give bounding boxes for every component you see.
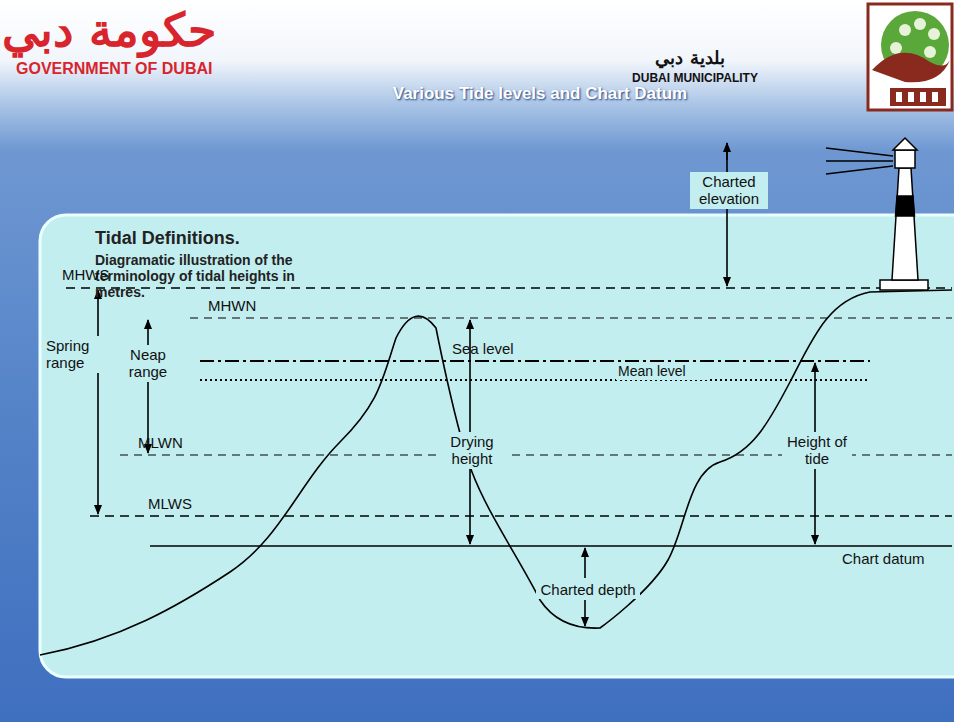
dimension-label: Drying height [436,432,508,469]
tide-lines [66,288,952,546]
lighthouse [826,138,928,290]
logo-arabic-text: بلدية دبي [640,48,740,69]
level-label: MLWS [148,495,208,512]
level-label: MLWN [138,434,198,451]
diagram-subheading: Diagramatic illustration of the terminol… [95,252,335,300]
range-label: Neap range [114,345,182,382]
logo-text: GOVERNMENT OF DUBAI [16,60,216,78]
level-label: Sea level [452,340,532,357]
level-label: Charted elevation [690,172,768,209]
dimension-label: Charted depth [536,580,640,599]
level-label: MHWN [208,297,268,314]
level-label: Chart datum [842,550,942,567]
diagram-heading: Tidal Definitions. [95,228,355,249]
diagram-panel [40,215,954,677]
slide-title: Various Tide levels and Chart Datum [240,84,840,104]
municipality-emblem [868,4,952,110]
level-label: MHWS [62,266,122,283]
level-label: Mean level [616,362,710,380]
logo-text: DUBAI MUNICIPALITY [620,72,770,86]
logo-arabic-text: حكومة دبي [2,4,217,57]
dimension-arrows [98,143,815,626]
dimension-label: Height of tide [782,432,852,469]
range-label: Spring range [44,336,100,373]
seabed-profile [40,290,952,655]
